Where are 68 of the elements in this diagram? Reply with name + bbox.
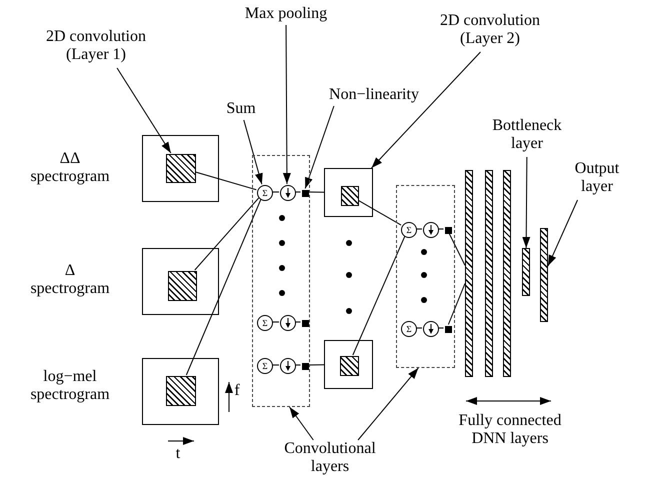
input-label: Δ spectrogram xyxy=(29,262,111,298)
leader-arrow xyxy=(371,52,481,168)
leader-arrow xyxy=(289,406,314,440)
sum-circle: Σ xyxy=(257,315,273,331)
layer-group-frame xyxy=(252,155,310,407)
connector-line xyxy=(448,282,466,325)
connector-line xyxy=(352,236,406,356)
layer-bar xyxy=(465,170,473,377)
connector-line xyxy=(194,197,260,270)
callout-label: 2D convolution (Layer 1) xyxy=(40,28,152,68)
activation-square xyxy=(444,326,452,332)
activation-square xyxy=(302,362,308,370)
spectrogram-box xyxy=(142,358,219,425)
pooling-circle xyxy=(280,315,296,331)
layer-bar xyxy=(503,170,511,377)
layer-bar xyxy=(522,248,530,296)
connector-line xyxy=(416,228,422,230)
sum-circle: Σ xyxy=(401,222,417,238)
axis-label: t xyxy=(174,445,182,463)
layer-group-frame xyxy=(396,185,455,368)
sum-circle: Σ xyxy=(257,185,273,201)
layer-bar xyxy=(540,228,548,322)
callout-label: Sum xyxy=(222,100,260,120)
filter-patch xyxy=(340,356,359,376)
callout-label: Max pooling xyxy=(236,5,336,25)
connector-line xyxy=(307,364,324,366)
input-label: log−mel spectrogram xyxy=(29,368,111,404)
layer-bar xyxy=(485,170,493,377)
pooling-circle xyxy=(423,321,439,337)
spectrogram-box xyxy=(142,135,219,202)
activation-square xyxy=(302,320,308,326)
callout-label: Convolutional layers xyxy=(278,440,382,480)
activation-square xyxy=(302,190,308,196)
connector-line xyxy=(294,364,301,366)
leader-arrow xyxy=(243,120,263,185)
pooling-circle xyxy=(423,222,439,238)
connector-line xyxy=(438,228,444,230)
connector-line xyxy=(194,171,257,190)
pooling-circle xyxy=(280,358,296,374)
sum-circle: Σ xyxy=(257,358,273,374)
filter-patch xyxy=(166,154,196,183)
activation-square xyxy=(444,226,452,234)
connector-line xyxy=(358,200,402,226)
filter-patch xyxy=(168,271,197,301)
leader-arrow xyxy=(282,24,291,184)
axis-label: Fully connected DNN layers xyxy=(458,412,562,448)
pooling-circle xyxy=(280,185,296,201)
callout-label: 2D convolution (Layer 2) xyxy=(432,12,548,52)
leader-arrow xyxy=(522,156,530,248)
connector-line xyxy=(186,198,262,376)
spectrogram-box xyxy=(142,248,219,315)
input-label: ΔΔ spectrogram xyxy=(29,150,111,186)
filter-patch xyxy=(166,376,196,406)
feature-map-box xyxy=(324,340,373,389)
connector-line xyxy=(307,192,324,193)
connector-line xyxy=(448,232,466,266)
callout-label: Output layer xyxy=(566,160,628,200)
callout-label: Bottleneck layer xyxy=(478,117,576,157)
sum-circle: Σ xyxy=(401,321,417,337)
feature-map-box xyxy=(324,168,373,217)
leader-arrow xyxy=(358,368,419,440)
axis-label: f xyxy=(233,382,241,400)
connector-line xyxy=(272,364,280,366)
leader-arrow xyxy=(116,68,172,154)
leader-arrow xyxy=(304,106,334,189)
callout-label: Non−linearity xyxy=(318,86,430,106)
filter-patch xyxy=(341,186,359,206)
leader-arrow xyxy=(548,200,578,267)
